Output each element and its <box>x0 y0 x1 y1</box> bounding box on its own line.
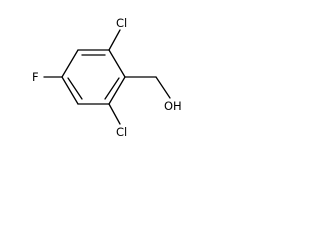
double-bond-inner-c1-c2 <box>104 77 120 100</box>
atom-labels: Cl Cl F OH <box>32 16 182 139</box>
ring-bond-c4-c5 <box>61 49 79 78</box>
atom-label-f: F <box>32 70 39 84</box>
bond-c6-cl-top <box>108 29 121 51</box>
bond-c2-cl-bottom <box>108 103 121 125</box>
atom-label-cl-bottom: Cl <box>116 125 127 139</box>
double-bond-inner-c3-c4 <box>67 77 83 100</box>
bond-ch2-oh <box>155 76 171 99</box>
ring-bond-c6-c1 <box>108 49 126 78</box>
bonds <box>43 29 171 125</box>
ring-bond-c3-c4 <box>61 76 79 105</box>
structure-canvas: Cl Cl F OH <box>0 0 204 154</box>
atom-label-oh: OH <box>164 99 182 113</box>
molecule-drawing: Cl Cl F OH <box>32 16 182 139</box>
atom-label-cl-top: Cl <box>116 16 127 30</box>
ring-bond-c1-c2 <box>108 76 126 105</box>
